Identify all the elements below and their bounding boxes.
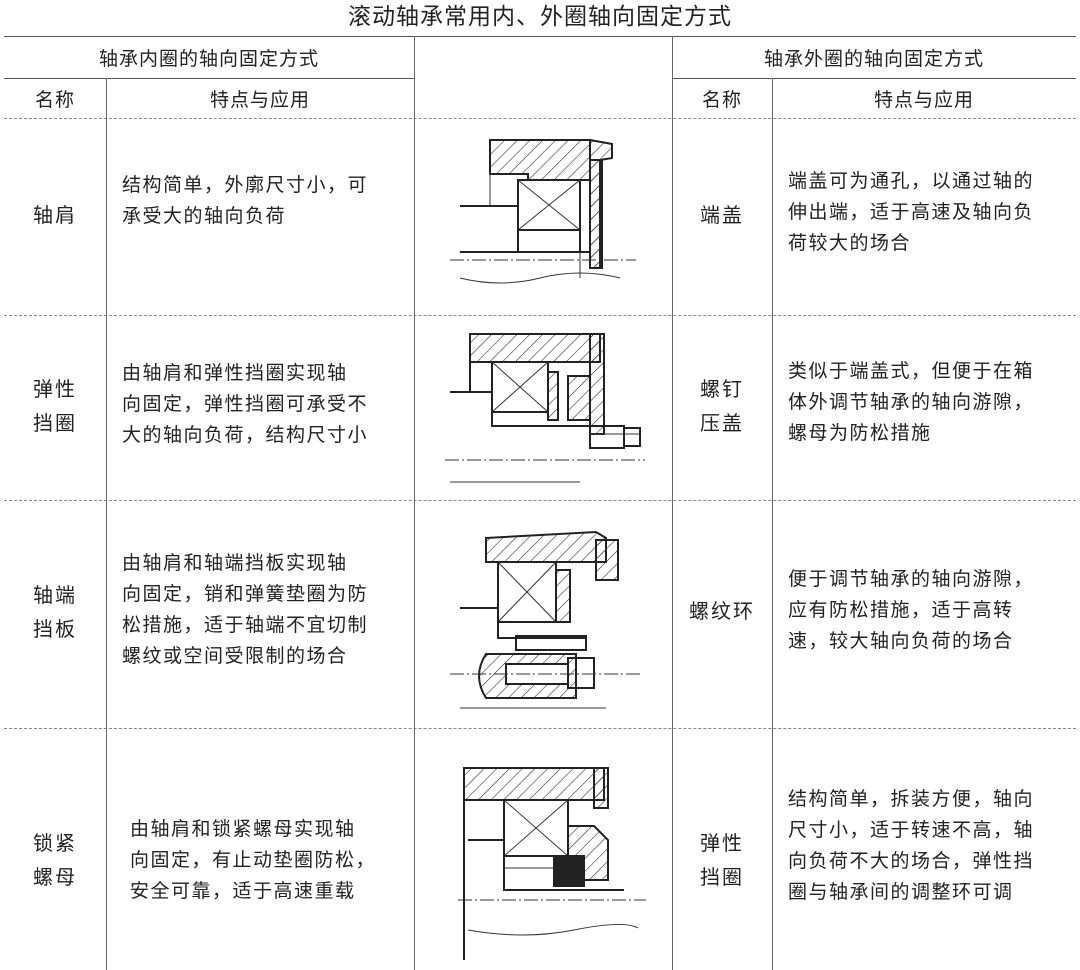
row2-inner-name: 弹性 挡圈 [4,372,106,440]
row3-outer-name-line: 螺纹环 [689,599,755,623]
row-divider-3 [4,728,1076,729]
row-divider-1 [4,315,1076,316]
row3-outer-feature-line: 应有防松措施，适于高转 [788,599,1014,621]
col-line-figure-left [414,36,415,970]
row2-outer-name: 螺钉 压盖 [672,372,772,440]
row1-inner-name-line: 轴肩 [33,203,77,227]
row4-inner-feature-line: 向固定，有止动垫圈防松， [130,849,377,871]
row4-inner-name-line: 螺母 [33,865,77,889]
row3-inner-feature-line: 螺纹或空间受限制的场合 [122,645,348,667]
row2-inner-feature: 由轴肩和弹性挡圈实现轴 向固定，弹性挡圈可承受不 大的轴向负荷，结构尺寸小 [122,358,368,451]
row3-inner-feature: 由轴肩和轴端挡板实现轴 向固定，销和弹簧垫圈为防 松措施，适于轴端不宜切制 螺纹… [122,548,368,672]
row2-inner-feature-line: 大的轴向负荷，结构尺寸小 [122,424,369,446]
table-top-border [4,36,1076,37]
row2-outer-feature-line: 体外调节轴承的轴向游隙， [788,391,1035,413]
row3-outer-name: 螺纹环 [672,594,772,628]
bearing-figure-end-plate [450,530,642,709]
row4-outer-feature-line: 尺寸小，适于转速不高，轴 [788,819,1035,841]
header-outer-group: 轴承外圈的轴向固定方式 [763,48,984,70]
row4-inner-feature: 由轴肩和锁紧螺母实现轴 向固定，有止动垫圈防松， 安全可靠，适于高速重载 [130,814,376,907]
row1-inner-feature-line: 结构简单，外廓尺寸小，可 [122,174,369,196]
row1-outer-feature-line: 荷较大的场合 [788,232,912,254]
bearing-figure-shaft-shoulder [450,138,636,284]
row1-outer-feature-line: 伸出端，适于高速及轴向负 [788,201,1035,223]
row4-outer-feature: 结构简单，拆装方便，轴向 尺寸小，适于转速不高，轴 向负荷不大的场合，弹性挡 圈… [788,784,1034,908]
row2-inner-name-line: 弹性 [33,377,77,401]
header-bottom-border [4,118,1076,119]
row1-outer-feature: 端盖可为通孔，以通过轴的 伸出端，适于高速及轴向负 荷较大的场合 [788,166,1034,259]
header-outer-feature: 特点与应用 [873,89,974,111]
row2-inner-feature-line: 由轴肩和弹性挡圈实现轴 [122,362,348,384]
row4-outer-name-line: 弹性 [700,831,744,855]
row3-inner-feature-line: 由轴肩和轴端挡板实现轴 [122,552,348,574]
header-inner-name: 名称 [34,89,75,111]
header-inner-feature: 特点与应用 [209,89,310,111]
row3-inner-feature-line: 向固定，销和弹簧垫圈为防 [122,583,369,605]
col-line-outer-name [772,78,773,970]
row3-inner-name: 轴端 挡板 [4,578,106,646]
row3-outer-feature-line: 便于调节轴承的轴向游隙， [788,568,1035,590]
row4-outer-feature-line: 向负荷不大的场合，弹性挡 [788,850,1035,872]
row-divider-2 [4,500,1076,501]
row2-inner-feature-line: 向固定，弹性挡圈可承受不 [122,393,369,415]
col-line-inner-name [106,78,107,970]
row1-outer-name: 端盖 [672,198,772,232]
row2-outer-name-line: 压盖 [700,411,744,435]
bearing-figure-elastic-ring [445,333,645,483]
row2-outer-name-line: 螺钉 [700,377,744,401]
row1-outer-feature-line: 端盖可为通孔，以通过轴的 [788,170,1035,192]
row3-outer-feature-line: 速，较大轴向负荷的场合 [788,630,1014,652]
row4-outer-feature-line: 圈与轴承间的调整环可调 [788,881,1014,903]
row3-inner-feature-line: 松措施，适于轴端不宜切制 [122,614,369,636]
header-inner-group: 轴承内圈的轴向固定方式 [98,48,319,70]
row1-inner-name: 轴肩 [4,198,106,232]
row3-inner-name-line: 轴端 [33,583,77,607]
bearing-figure-lock-nut [458,767,646,960]
row2-outer-feature-line: 螺母为防松措施 [788,422,932,444]
table-title: 滚动轴承常用内、外圈轴向固定方式 [348,4,732,30]
row1-inner-feature-line: 承受大的轴向负荷 [122,205,287,227]
row3-outer-feature: 便于调节轴承的轴向游隙， 应有防松措施，适于高转 速，较大轴向负荷的场合 [788,564,1034,657]
row2-outer-feature: 类似于端盖式，但便于在箱 体外调节轴承的轴向游隙， 螺母为防松措施 [788,356,1034,449]
row4-outer-name: 弹性 挡圈 [672,826,772,894]
row2-inner-name-line: 挡圈 [33,411,77,435]
row2-outer-feature-line: 类似于端盖式，但便于在箱 [788,360,1035,382]
header-divider-left [4,78,414,79]
col-line-figure-right [672,36,673,970]
row4-outer-name-line: 挡圈 [700,865,744,889]
header-outer-name: 名称 [701,89,742,111]
row1-outer-name-line: 端盖 [700,203,744,227]
row4-inner-feature-line: 由轴肩和锁紧螺母实现轴 [130,818,356,840]
row3-inner-name-line: 挡板 [33,617,77,641]
row4-outer-feature-line: 结构简单，拆装方便，轴向 [788,788,1035,810]
header-divider-right [672,78,1076,79]
row1-inner-feature: 结构简单，外廓尺寸小，可 承受大的轴向负荷 [122,170,368,232]
row4-inner-feature-line: 安全可靠，适于高速重载 [130,880,356,902]
row4-inner-name-line: 锁紧 [33,831,77,855]
row4-inner-name: 锁紧 螺母 [4,826,106,894]
